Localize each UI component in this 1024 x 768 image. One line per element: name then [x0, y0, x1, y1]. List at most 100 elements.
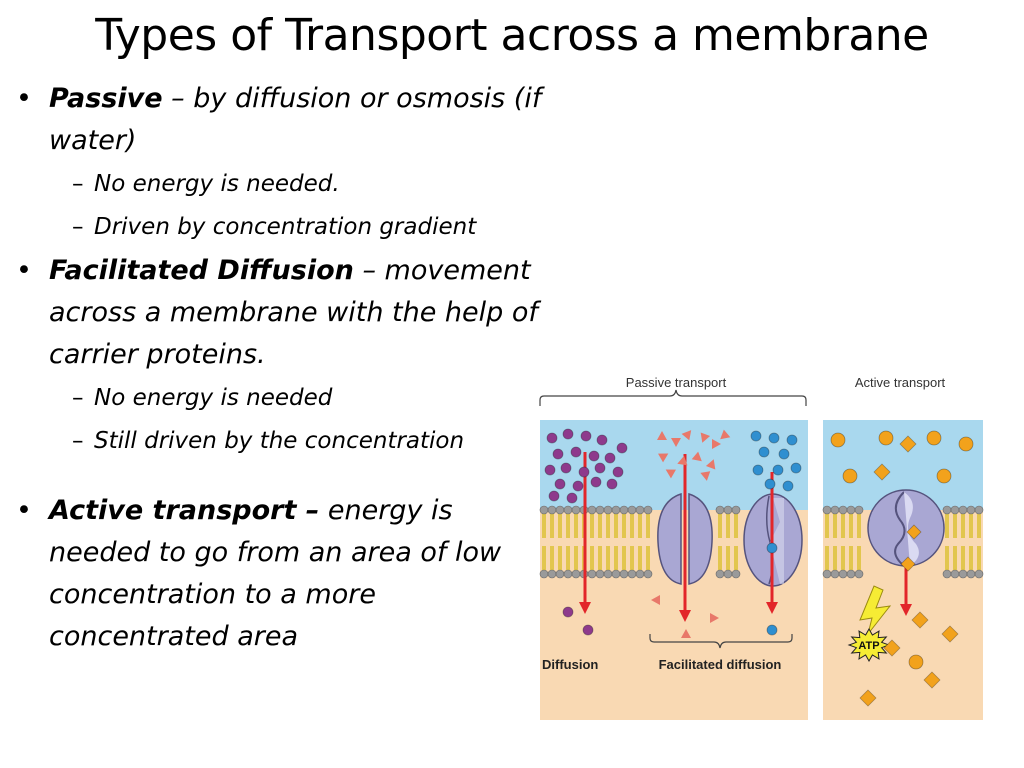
lipid-head: [563, 569, 573, 579]
sub-bullet-text: Still driven by the concentration: [94, 428, 465, 454]
blue-particle: [782, 480, 794, 492]
lipid-head: [571, 569, 581, 579]
sub-bullet-no-energy-2: – No energy is needed: [12, 382, 572, 415]
active-sphere: [842, 468, 858, 484]
lipid-head: [715, 569, 725, 579]
bullet-facilitated-term: Facilitated Diffusion: [49, 255, 354, 286]
diffusion-particle: [606, 478, 618, 490]
facilitated-particle: [700, 432, 711, 443]
diffusion-particle: [560, 462, 572, 474]
lipid-head: [830, 505, 840, 515]
sub-bullet-gradient: – Driven by concentration gradient: [12, 211, 572, 244]
blue-particle: [790, 462, 802, 474]
lipid-head: [611, 569, 621, 579]
active-transport-label: Active transport: [855, 375, 946, 390]
lipid-head: [603, 569, 613, 579]
active-diamond: [923, 671, 941, 689]
bullet-facilitated: • Facilitated Diffusion – movement acros…: [12, 250, 572, 376]
lipid-head: [555, 569, 565, 579]
passive-transport-label: Passive transport: [626, 375, 727, 390]
diffusion-particle: [546, 432, 558, 444]
diffusion-particle: [604, 452, 616, 464]
lipid-head: [643, 569, 653, 579]
lipid-head: [563, 505, 573, 515]
diffusion-particle: [590, 476, 602, 488]
blue-particle: [750, 430, 762, 442]
blue-particle: [778, 448, 790, 460]
lipid-head: [950, 505, 960, 515]
facilitated-particle: [720, 429, 731, 440]
diffusion-particle: [594, 462, 606, 474]
channel-protein: [657, 492, 713, 585]
facilitated-particle: [712, 439, 721, 449]
active-diamond: [859, 689, 877, 707]
lipid-head: [539, 505, 549, 515]
lipid-head: [942, 505, 952, 515]
facilitated-particle: [710, 613, 719, 623]
lipid-head: [555, 505, 565, 515]
lipid-head: [838, 569, 848, 579]
lipid-head: [723, 569, 733, 579]
active-sphere: [936, 468, 952, 484]
facilitated-particle: [705, 459, 716, 470]
diffusion-particle: [578, 466, 590, 478]
diffusion-particle: [612, 466, 624, 478]
lipid-head: [571, 505, 581, 515]
lipid-head: [587, 505, 597, 515]
lipid-head: [643, 505, 653, 515]
diffusion-particle: [548, 490, 560, 502]
lipid-head: [958, 569, 968, 579]
lipid-head: [595, 505, 605, 515]
lipid-head: [731, 505, 741, 515]
active-diamond: [911, 611, 929, 629]
lipid-head: [715, 505, 725, 515]
blue-particle: [772, 464, 784, 476]
active-diamond: [873, 463, 891, 481]
sub-bullet-text: Driven by concentration gradient: [94, 214, 477, 240]
lipid-head: [547, 569, 557, 579]
lipid-head: [846, 569, 856, 579]
facilitated-particle: [691, 451, 702, 462]
lipid-head: [731, 569, 741, 579]
active-sphere: [830, 432, 846, 448]
lipid-head: [723, 505, 733, 515]
lipid-head: [547, 505, 557, 515]
diffusion-particle: [588, 450, 600, 462]
facilitated-particle: [700, 471, 711, 481]
lipid-head: [974, 505, 984, 515]
bullet-active: • Active transport – energy is needed to…: [12, 490, 519, 658]
diffusion-particle: [544, 464, 556, 476]
diffusion-particle: [572, 480, 584, 492]
lipid-head: [822, 505, 832, 515]
lipid-head: [838, 505, 848, 515]
bullet-active-term: Active transport –: [49, 495, 320, 526]
active-membrane: [822, 505, 984, 579]
active-sphere: [958, 436, 974, 452]
facilitated-particle: [665, 469, 676, 479]
bullet-dot-icon: •: [16, 255, 32, 286]
facilitated-particle: [657, 431, 667, 440]
sub-bullet-text: No energy is needed.: [94, 171, 340, 197]
lipid-head: [958, 505, 968, 515]
lipid-head: [830, 569, 840, 579]
lipid-head: [942, 569, 952, 579]
active-diamond: [906, 524, 922, 540]
particles: [544, 428, 974, 707]
dash-icon: –: [72, 428, 84, 454]
lipid-head: [950, 569, 960, 579]
energy-bolt-icon: [859, 585, 892, 635]
transport-diagram: Passive transport Active transport: [539, 375, 984, 720]
diffusion-particle: [580, 430, 592, 442]
diffusion-particle: [562, 606, 574, 618]
lipid-head: [619, 505, 629, 515]
facilitated-particle: [651, 595, 660, 605]
lipid-head: [846, 505, 856, 515]
bullet-dot-icon: •: [16, 83, 32, 114]
lipid-head: [603, 505, 613, 515]
passive-membrane: [539, 505, 741, 579]
sub-bullet-text: No energy is needed: [94, 385, 333, 411]
lipid-head: [974, 569, 984, 579]
sub-bullet-no-energy-1: – No energy is needed.: [12, 168, 572, 201]
lipid-head: [822, 569, 832, 579]
facilitated-particle: [681, 430, 692, 441]
